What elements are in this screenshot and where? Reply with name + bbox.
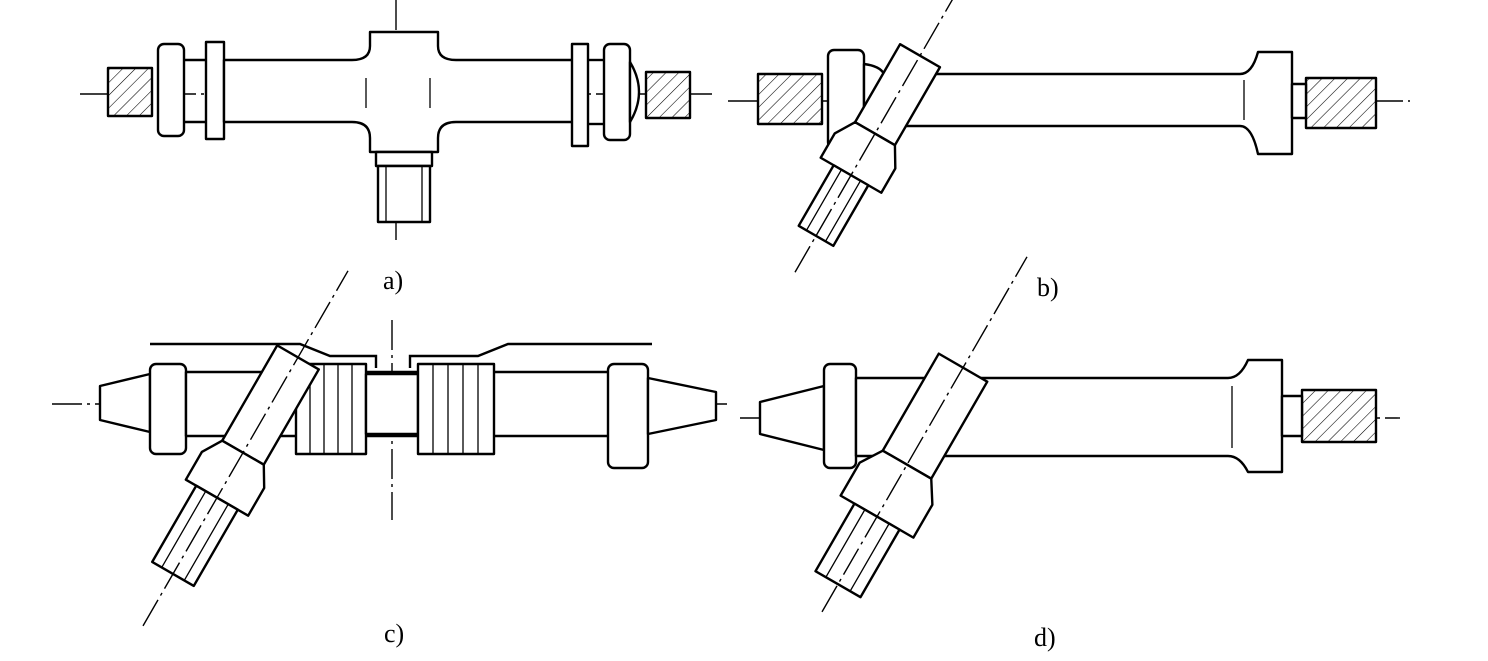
left-flange (822, 362, 858, 470)
left-flange-inner (204, 40, 226, 141)
right-flange-outer (602, 42, 632, 142)
bottom-spigot (376, 164, 432, 224)
panel-a: a) (80, 0, 712, 295)
bottom-spigot-collar (374, 150, 434, 168)
cross-body (222, 30, 576, 154)
panel-d: d) (740, 256, 1400, 652)
branch-coupling (819, 120, 897, 194)
panel-b: b) (728, 0, 1410, 302)
guide-sleeve-left (150, 342, 378, 368)
branch-coupling (839, 449, 934, 539)
caption-d: d) (1034, 623, 1056, 652)
guide-sleeve-right (408, 342, 652, 368)
left-flange-outer (156, 42, 186, 138)
left-flange (148, 362, 188, 456)
caption-b: b) (1037, 273, 1059, 302)
right-flange (606, 362, 650, 470)
right-flange-inner (570, 42, 590, 148)
panel-c: c) (52, 270, 728, 648)
branch-coupling (184, 439, 266, 517)
caption-a: a) (383, 266, 403, 295)
right-cone-end (646, 376, 718, 436)
caption-c: c) (384, 619, 404, 648)
left-cone-end (98, 372, 152, 434)
bellows-right (416, 362, 496, 456)
left-cone-end (758, 384, 826, 452)
